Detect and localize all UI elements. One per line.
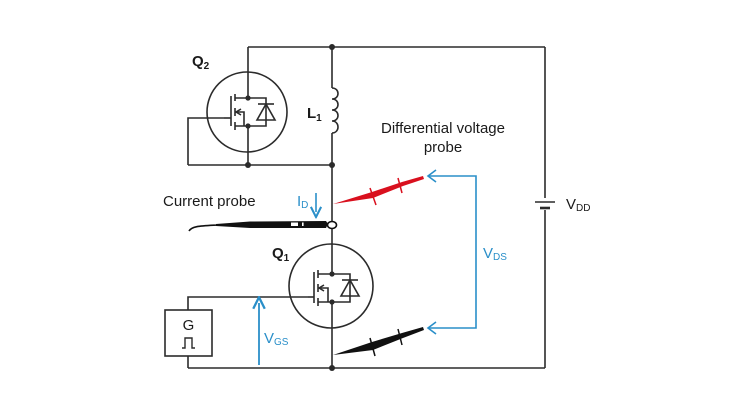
label-vdd: VDD xyxy=(566,196,590,214)
wire-q2-gate-loop xyxy=(187,117,224,165)
pulse-icon xyxy=(182,337,195,349)
junction-dot xyxy=(329,365,335,371)
junctions xyxy=(245,44,335,371)
label-vgs: VGS xyxy=(264,330,289,348)
mosfet-q1-body xyxy=(288,243,374,329)
inductor-l1 xyxy=(331,87,339,134)
label-q2: Q2 xyxy=(192,53,210,72)
label-q1: Q1 xyxy=(272,245,290,264)
gate-driver: G xyxy=(164,309,213,357)
junction-dot xyxy=(245,162,251,168)
gate-driver-box xyxy=(164,309,213,357)
label-vds: VDS xyxy=(483,245,507,263)
mosfet-q1 xyxy=(288,243,374,329)
voltage-source-vdd xyxy=(535,198,555,210)
label-current-probe: Current probe xyxy=(163,193,256,210)
diff-probe-negative-lead xyxy=(333,327,424,357)
junction-dot xyxy=(329,162,335,168)
label-l1: L1 xyxy=(307,105,322,124)
current-probe-clamp xyxy=(326,220,338,230)
mosfet-q2 xyxy=(206,71,288,153)
label-diff-probe-line1: Differential voltage xyxy=(381,120,505,137)
junction-dot xyxy=(329,44,335,50)
label-id: ID xyxy=(297,193,308,211)
diff-probe-positive-lead xyxy=(333,176,424,206)
gate-driver-label: G xyxy=(183,317,195,334)
label-diff-probe-line2: probe xyxy=(424,139,462,156)
mosfet-q2-body xyxy=(206,71,288,153)
vds-bracket xyxy=(426,169,477,335)
current-probe-cable xyxy=(188,224,219,232)
wire-gate-driver-top xyxy=(187,296,308,310)
current-probe xyxy=(188,220,338,232)
current-probe-body xyxy=(216,221,328,228)
